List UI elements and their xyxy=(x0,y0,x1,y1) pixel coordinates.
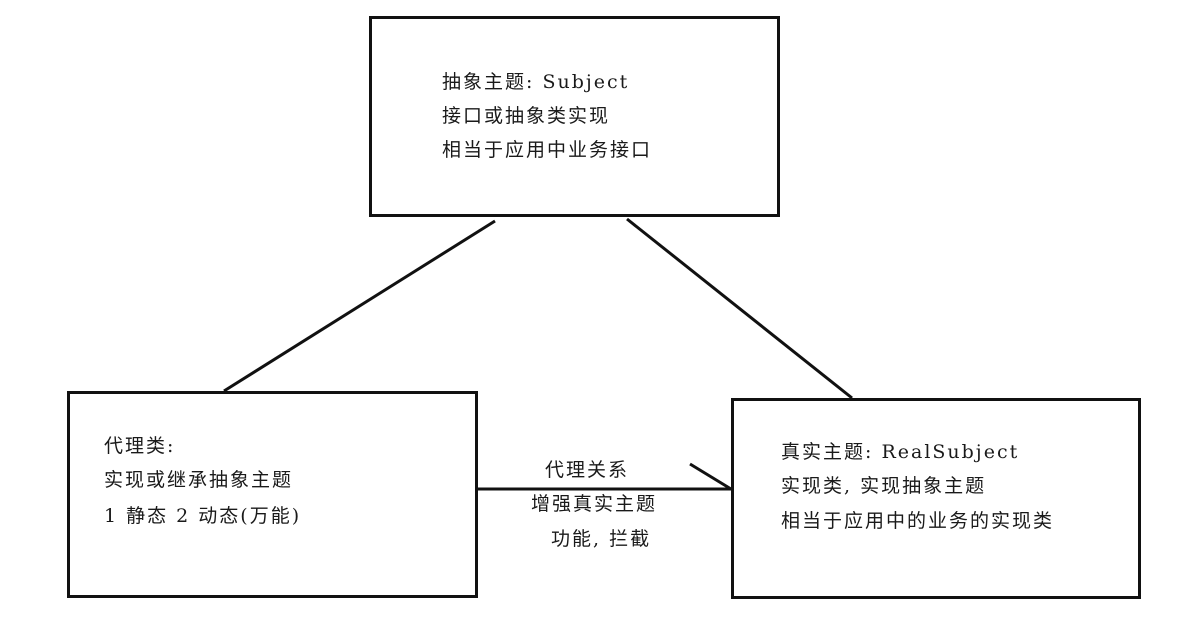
relation-label-intercept: 功能, 拦截 xyxy=(551,528,652,550)
real-subject-title: 真实主题: RealSubject xyxy=(781,441,1020,463)
subject-line-business: 相当于应用中业务接口 xyxy=(442,139,653,161)
proxy-class-box xyxy=(67,391,478,598)
real-subject-line-impl: 实现类, 实现抽象主题 xyxy=(781,475,987,497)
abstract-subject-box xyxy=(369,16,780,217)
proxy-arrow-head xyxy=(689,462,732,491)
real-subject-line-business: 相当于应用中的业务的实现类 xyxy=(781,510,1055,532)
proxy-title: 代理类: xyxy=(104,435,176,457)
subject-line-interface: 接口或抽象类实现 xyxy=(442,105,611,127)
relation-label-enhance: 增强真实主题 xyxy=(531,493,658,515)
connector-subject-proxy xyxy=(223,219,496,393)
subject-title: 抽象主题: Subject xyxy=(442,71,630,93)
proxy-line-implement: 实现或继承抽象主题 xyxy=(104,469,294,491)
proxy-line-types: 1 静态 2 动态(万能) xyxy=(104,505,302,527)
connector-subject-real xyxy=(626,217,853,400)
real-subject-box xyxy=(731,398,1141,599)
relation-label-proxy: 代理关系 xyxy=(545,459,630,481)
